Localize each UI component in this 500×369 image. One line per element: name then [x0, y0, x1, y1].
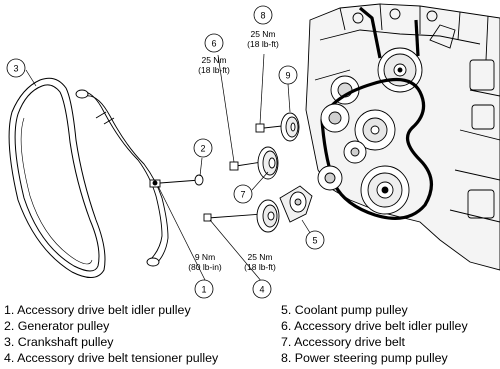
svg-text:5: 5	[312, 236, 317, 246]
svg-text:2: 2	[200, 144, 205, 154]
callout-9: 9	[278, 65, 298, 85]
svg-text:(18 lb-ft): (18 lb-ft)	[198, 65, 230, 75]
callout-5: 5	[305, 230, 325, 250]
callout-1: 1	[194, 279, 214, 299]
legend-item-7: 7. Accessory drive belt	[281, 335, 405, 349]
svg-text:7: 7	[240, 190, 245, 200]
torque-spec-1: 9 Nm (80 lb-in)	[188, 252, 222, 272]
legend-item-1: 1. Accessory drive belt idler pulley	[4, 303, 191, 317]
legend-item-6: 6. Accessory drive belt idler pulley	[281, 319, 468, 333]
svg-text:(18 lb-ft): (18 lb-ft)	[244, 262, 276, 272]
svg-text:9 Nm: 9 Nm	[195, 252, 215, 262]
engine-drive-belt	[320, 6, 433, 220]
callout-8: 8	[253, 5, 273, 25]
svg-text:3: 3	[13, 64, 18, 74]
callout-4: 4	[252, 279, 272, 299]
torque-spec-6: 25 Nm (18 lb-ft)	[198, 55, 230, 75]
idler-pulley-7	[229, 146, 279, 180]
svg-text:9: 9	[285, 71, 290, 81]
legend-item-4: 4. Accessory drive belt tensioner pulley	[4, 351, 219, 365]
callout-6: 6	[204, 33, 224, 53]
legend: 1. Accessory drive belt idler pulley 2. …	[4, 303, 500, 369]
svg-text:1: 1	[201, 285, 206, 295]
legend-item-5: 5. Coolant pump pulley	[281, 303, 408, 317]
svg-text:4: 4	[259, 285, 264, 295]
torque-spec-8: 25 Nm (18 lb-ft)	[247, 29, 279, 49]
pulley-9	[255, 112, 300, 142]
svg-text:25 Nm: 25 Nm	[250, 29, 275, 39]
svg-text:(18 lb-ft): (18 lb-ft)	[247, 39, 279, 49]
svg-text:25 Nm: 25 Nm	[247, 252, 272, 262]
belt-drive-diagram: 3 2 6 8 9 7 5 1 4 25 Nm (18 lb-ft) 25 Nm…	[6, 3, 500, 299]
svg-text:8: 8	[260, 11, 265, 21]
generator-pulley	[159, 174, 204, 186]
legend-item-2: 2. Generator pulley	[4, 319, 110, 333]
callout-7: 7	[233, 184, 253, 204]
generator-bolt	[149, 179, 161, 188]
tensioner-pulley-5	[203, 185, 313, 233]
callout-3: 3	[6, 58, 26, 78]
loose-accessory-belt	[8, 77, 106, 278]
engine-block	[305, 3, 500, 271]
legend-item-3: 3. Crankshaft pulley	[4, 335, 114, 349]
torque-spec-4: 25 Nm (18 lb-ft)	[244, 252, 276, 272]
legend-item-8: 8. Power steering pump pulley	[281, 351, 448, 365]
svg-text:6: 6	[211, 39, 216, 49]
callout-2: 2	[193, 138, 213, 158]
svg-text:25 Nm: 25 Nm	[201, 55, 226, 65]
hose-tube	[75, 89, 169, 267]
svg-text:(80 lb-in): (80 lb-in)	[188, 262, 222, 272]
